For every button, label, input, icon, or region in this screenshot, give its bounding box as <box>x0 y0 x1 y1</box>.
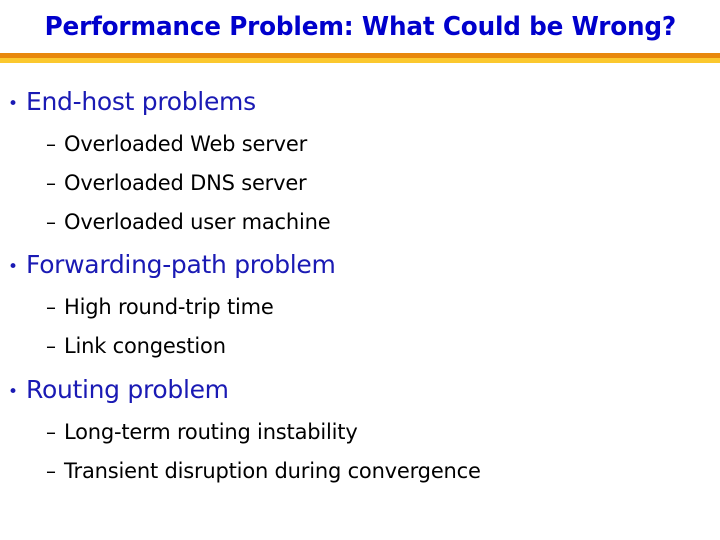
subbullet-label: Transient disruption during convergence <box>64 459 481 483</box>
title-divider <box>0 53 720 63</box>
bullet-item-level2: – High round-trip time <box>0 288 720 327</box>
subbullet-label: High round-trip time <box>64 295 274 319</box>
dash-icon: – <box>46 459 56 483</box>
bullet-item-level2: – Overloaded Web server <box>0 125 720 164</box>
subbullet-label: Overloaded Web server <box>64 132 308 156</box>
bullet-item-level2: – Overloaded user machine <box>0 203 720 242</box>
dash-icon: – <box>46 420 56 444</box>
dash-icon: – <box>46 210 56 234</box>
slide-title-region: Performance Problem: What Could be Wrong… <box>0 0 720 53</box>
divider-band-orange <box>0 53 720 58</box>
bullet-dot-icon: • <box>7 382 19 402</box>
bullet-item-level2: – Transient disruption during convergenc… <box>0 452 720 491</box>
bullet-label: Forwarding-path problem <box>26 250 336 279</box>
bullet-item-level2: – Long-term routing instability <box>0 413 720 452</box>
divider-band-yellow <box>0 58 720 63</box>
bullet-group: • Forwarding-path problem – High round-t… <box>0 245 720 366</box>
bullet-item-level1: • End-host problems <box>0 82 720 122</box>
bullet-item-level2: – Link congestion <box>0 327 720 366</box>
bullet-item-level1: • Forwarding-path problem <box>0 245 720 285</box>
dash-icon: – <box>46 334 56 358</box>
bullet-group: • Routing problem – Long-term routing in… <box>0 370 720 491</box>
dash-icon: – <box>46 171 56 195</box>
bullet-label: End-host problems <box>26 87 256 116</box>
bullet-item-level1: • Routing problem <box>0 370 720 410</box>
bullet-dot-icon: • <box>7 257 19 277</box>
subbullet-label: Overloaded DNS server <box>64 171 307 195</box>
dash-icon: – <box>46 295 56 319</box>
page-title: Performance Problem: What Could be Wrong… <box>44 11 676 42</box>
dash-icon: – <box>46 132 56 156</box>
bullet-group: • End-host problems – Overloaded Web ser… <box>0 82 720 242</box>
slide-body: • End-host problems – Overloaded Web ser… <box>0 63 720 540</box>
bullet-label: Routing problem <box>26 375 229 404</box>
subbullet-label: Long-term routing instability <box>64 420 358 444</box>
bullet-dot-icon: • <box>7 94 19 114</box>
subbullet-label: Link congestion <box>64 334 226 358</box>
subbullet-label: Overloaded user machine <box>64 210 331 234</box>
bullet-item-level2: – Overloaded DNS server <box>0 164 720 203</box>
